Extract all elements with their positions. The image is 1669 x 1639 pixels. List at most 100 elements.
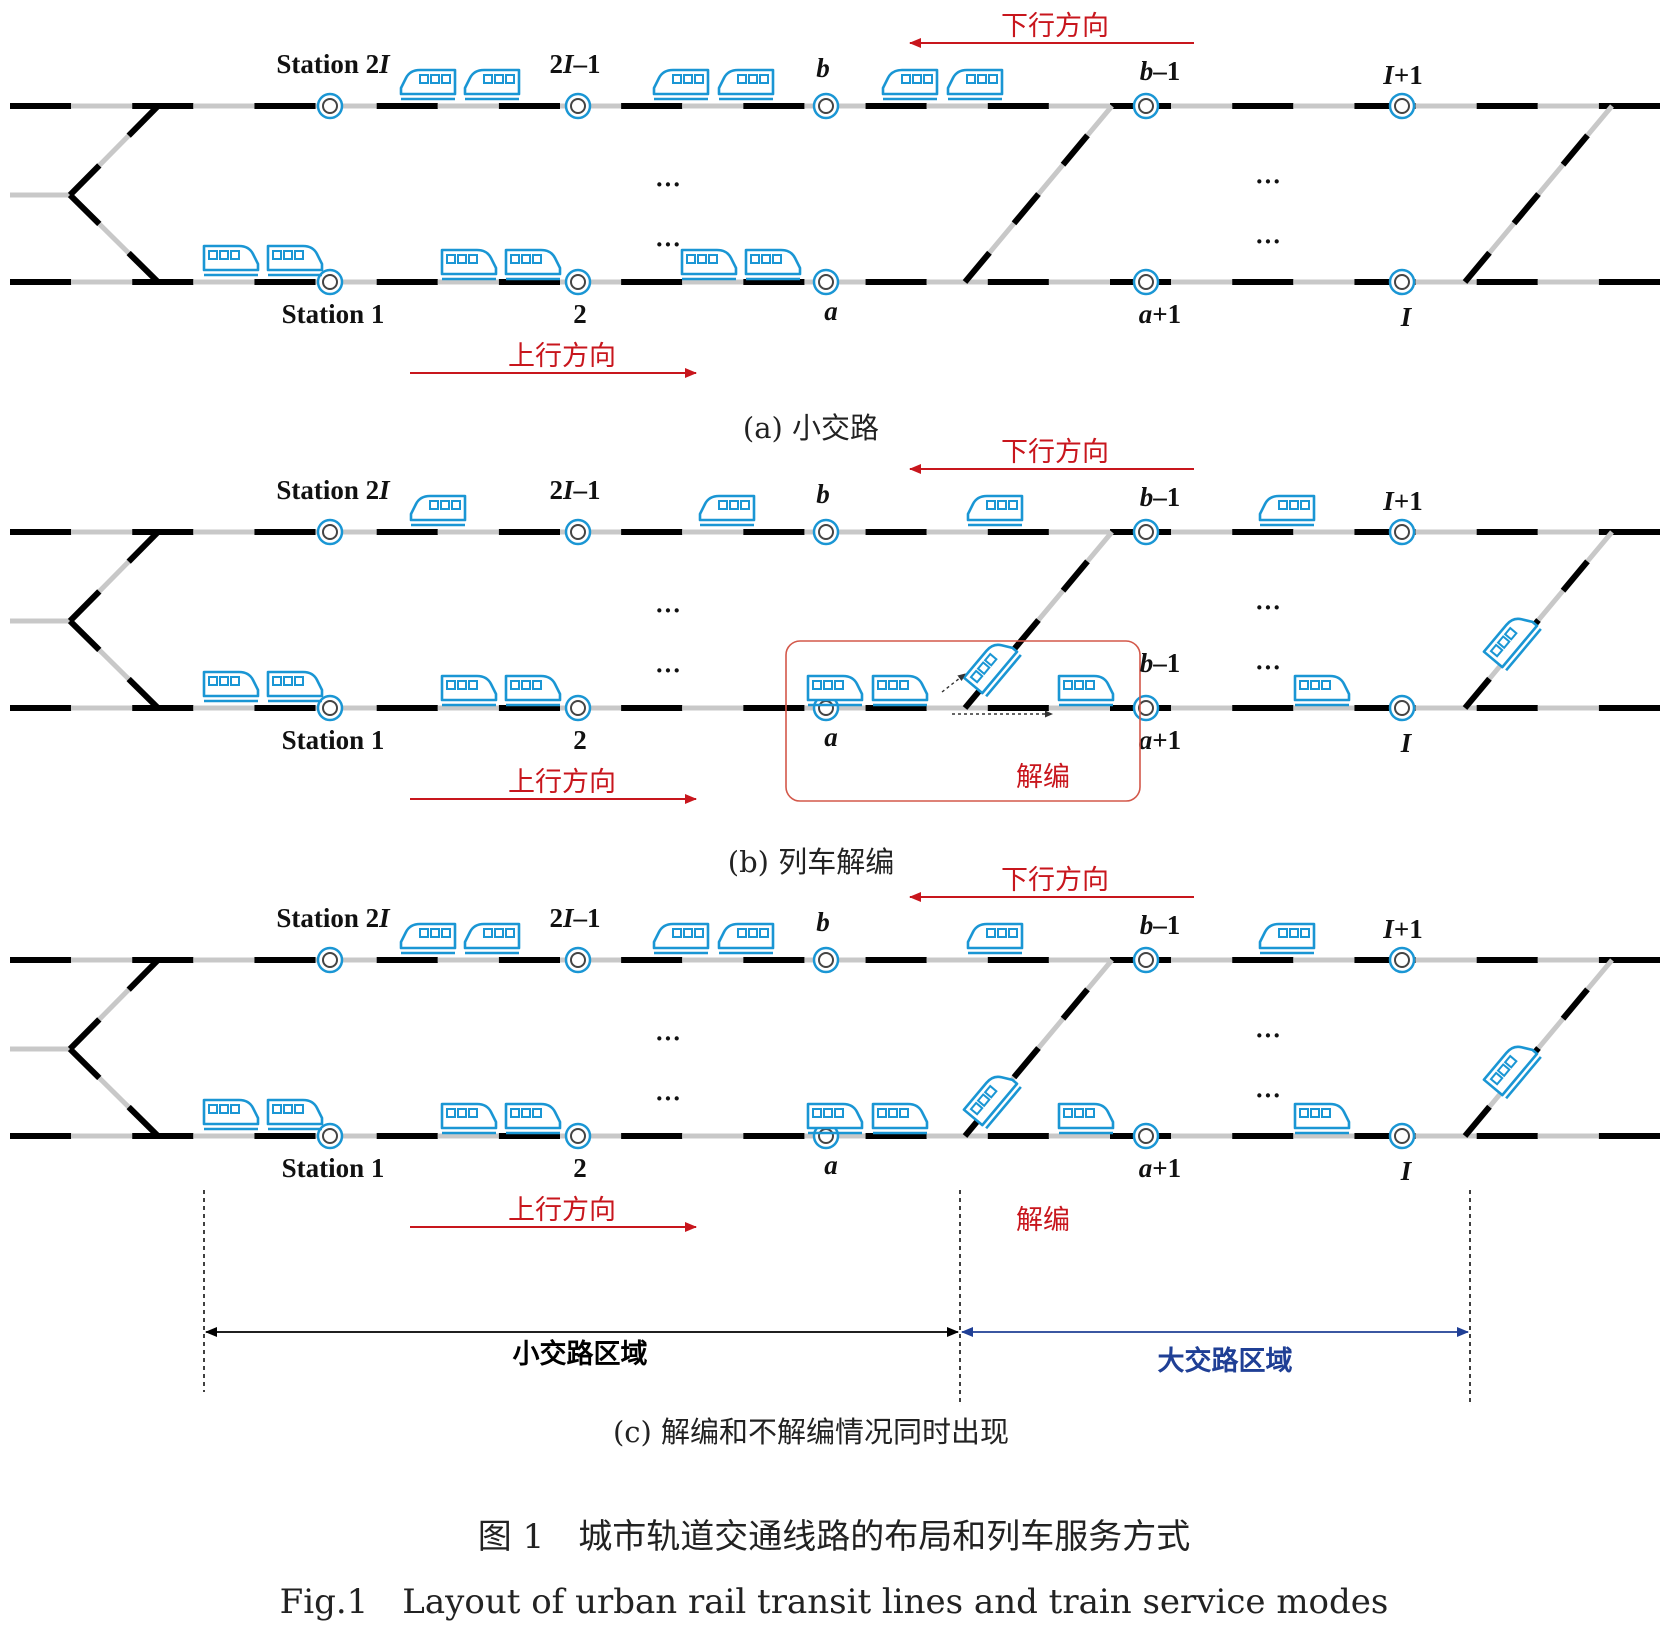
label-b: b — [816, 907, 830, 937]
train-downbound-b-1 — [946, 68, 1004, 101]
ellipsis-0: ··· — [655, 596, 681, 625]
left-switch-upper — [67, 103, 161, 198]
label-I+1: I+1 — [1382, 60, 1422, 90]
train-upbound-3 — [504, 674, 562, 707]
station-b-marker — [812, 92, 840, 120]
train-decoupled-forward — [1057, 1102, 1115, 1135]
station-I-marker — [1388, 1122, 1416, 1150]
label-I-part-0: I — [1400, 302, 1413, 332]
train-downbound-3 — [1258, 494, 1316, 527]
label-station-2I-part-1: I — [378, 903, 391, 933]
label-a: a — [824, 722, 838, 752]
decouple-highlight-box — [785, 640, 1141, 802]
left-switch-lower — [67, 1046, 161, 1139]
label-2I-1-part-0: 2 — [549, 903, 563, 933]
station-a+1-marker — [1132, 694, 1160, 722]
upbound-label: 上行方向 — [508, 341, 616, 372]
train-downbound-1 — [698, 494, 756, 527]
label-I+1-part-1: +1 — [1394, 60, 1423, 90]
label-2I-1: 2I–1 — [549, 475, 600, 505]
label-a+1-part-0: a — [1139, 299, 1153, 329]
panel-caption-a: (a) 小交路 — [743, 411, 879, 445]
train-upbound-a-1 — [744, 248, 802, 281]
label-a+1-part-1: +1 — [1152, 725, 1181, 755]
ellipsis-1: ··· — [655, 230, 681, 259]
label-2: 2 — [573, 299, 587, 329]
station-b-marker — [812, 518, 840, 546]
label-station-1: Station 1 — [282, 1153, 385, 1183]
label-2I-1-part-1: I — [562, 903, 575, 933]
label-I: I — [1400, 1156, 1413, 1186]
train-turnback-I — [1482, 1045, 1542, 1100]
label-I+1-part-0: I — [1382, 60, 1395, 90]
station-a-marker — [812, 268, 840, 296]
train-upbound-a-0 — [806, 674, 864, 707]
decouple-label: 解编 — [1016, 1205, 1070, 1236]
train-upbound-1 — [266, 670, 324, 703]
train-upbound-2 — [440, 674, 498, 707]
label-I+1-part-0: I — [1382, 914, 1395, 944]
train-upbound-2 — [440, 248, 498, 281]
train-upbound-0 — [202, 670, 260, 703]
label-2I-1-part-2: –1 — [573, 49, 601, 79]
label-station-2I: Station 2I — [276, 49, 391, 79]
large-zone-label: 大交路区域 — [1158, 1345, 1293, 1377]
crossover-a-b — [962, 104, 1114, 284]
downbound-label: 下行方向 — [1001, 437, 1109, 468]
label-b-1-inner: b–1 — [1140, 648, 1181, 678]
station-2-marker — [564, 1122, 592, 1150]
train-upbound-3 — [504, 248, 562, 281]
crossover-I — [1462, 104, 1614, 284]
station-1-marker — [316, 268, 344, 296]
ellipsis-2: ··· — [1255, 593, 1281, 622]
figure-title-en: Fig.1 Layout of urban rail transit lines… — [280, 1582, 1389, 1622]
label-b-1-part-0: b — [1140, 482, 1154, 512]
train-upbound-I — [1293, 674, 1351, 707]
label-I+1-part-1: +1 — [1394, 486, 1423, 516]
label-station-2I-part-0: Station 2 — [276, 903, 379, 933]
label-b-1-part-1: –1 — [1152, 910, 1180, 940]
label-station-2I-part-0: Station 2 — [276, 49, 379, 79]
label-a-part-0: a — [824, 296, 838, 326]
station-b-marker — [812, 946, 840, 974]
label-I-part-0: I — [1400, 1156, 1413, 1186]
train-downbound-1 — [463, 922, 521, 955]
upbound-label: 上行方向 — [508, 1195, 616, 1226]
ellipsis-3: ··· — [1255, 227, 1281, 256]
train-upbound-a-0 — [806, 1102, 864, 1135]
station-b-1-marker — [1132, 946, 1160, 974]
label-I+1-part-1: +1 — [1394, 914, 1423, 944]
label-2: 2 — [573, 725, 587, 755]
label-I: I — [1400, 728, 1413, 758]
small-zone-label: 小交路区域 — [513, 1338, 648, 1370]
label-2: 2 — [573, 1153, 587, 1183]
ellipsis-1: ··· — [655, 656, 681, 685]
left-switch-lower — [67, 192, 161, 285]
figure-title-cn: 图 1 城市轨道交通线路的布局和列车服务方式 — [478, 1517, 1190, 1557]
station-2I-marker — [316, 518, 344, 546]
label-b-1-part-0: b — [1140, 56, 1154, 86]
train-decoupled-turnback — [962, 1075, 1022, 1130]
label-station-1: Station 1 — [282, 725, 385, 755]
label-I: I — [1400, 302, 1413, 332]
ellipsis-0: ··· — [655, 170, 681, 199]
left-switch-upper — [67, 957, 161, 1052]
train-upbound-a-0 — [680, 248, 738, 281]
label-station-1-part-0: Station 1 — [282, 725, 385, 755]
turnback-path-arrow — [941, 673, 966, 693]
train-downbound-3 — [717, 922, 775, 955]
downbound-label: 下行方向 — [1001, 11, 1109, 42]
label-station-1-part-0: Station 1 — [282, 1153, 385, 1183]
train-upbound-0 — [202, 1098, 260, 1131]
label-a+1: a+1 — [1139, 299, 1181, 329]
label-2I-1-part-0: 2 — [549, 49, 563, 79]
station-a+1-marker — [1132, 268, 1160, 296]
train-decoupled-forward — [1057, 674, 1115, 707]
panel-caption-b: (b) 列车解编 — [728, 845, 894, 879]
train-downbound-0 — [399, 68, 457, 101]
train-upbound-I — [1293, 1102, 1351, 1135]
